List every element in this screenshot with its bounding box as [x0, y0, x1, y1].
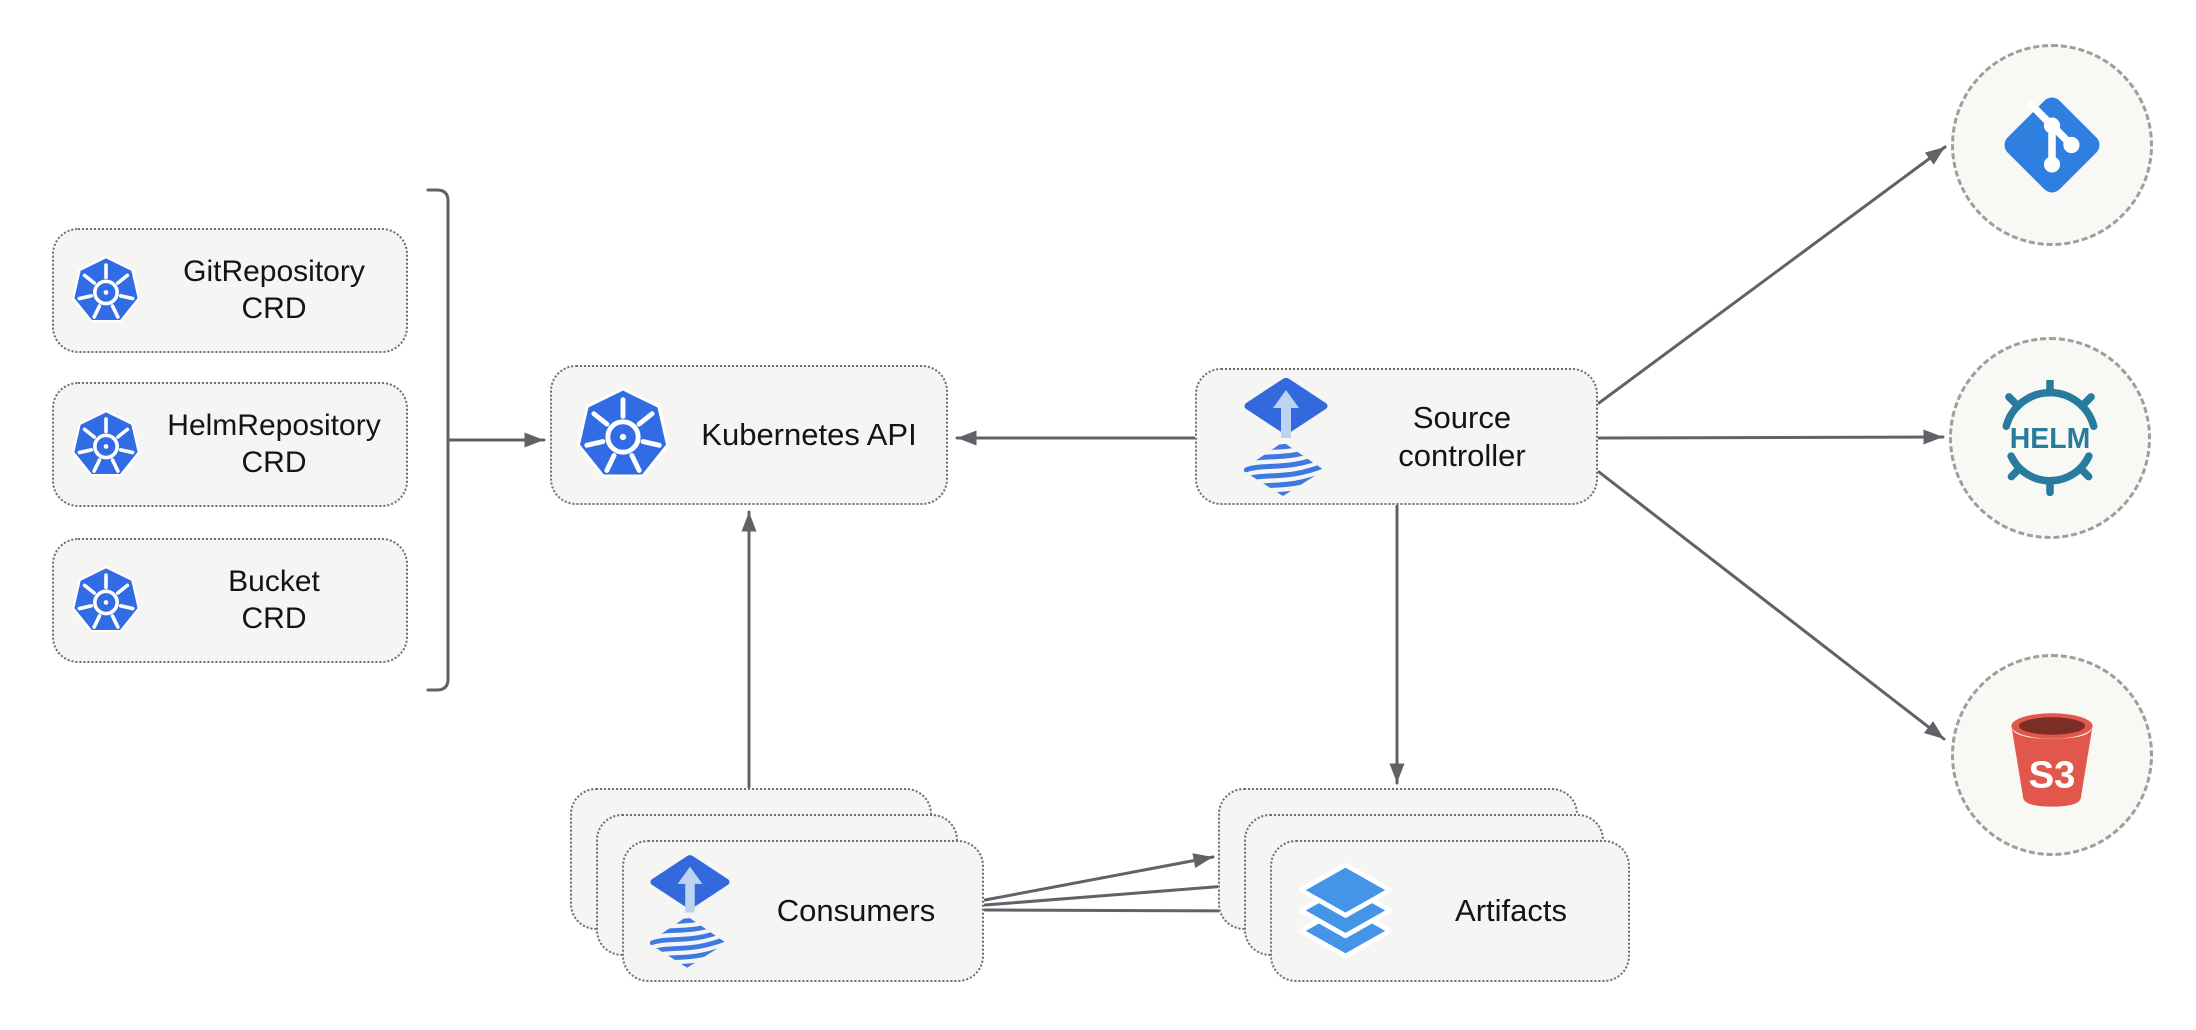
node-helm-source: HELM: [1949, 337, 2151, 539]
helm-logo-text: HELM: [2010, 423, 2090, 455]
s3-bucket-icon: S3: [1994, 697, 2110, 813]
gitrepository-crd-label: GitRepository CRD: [142, 254, 406, 327]
node-git-source: [1951, 44, 2153, 246]
bucket-crd-label: Bucket CRD: [142, 564, 406, 637]
node-kubernetes-api: Kubernetes API: [550, 365, 948, 505]
arrow-source-controller-to-git: [1597, 145, 1947, 405]
layers-icon: [1297, 863, 1394, 960]
kubernetes-api-label: Kubernetes API: [701, 417, 917, 453]
git-branch-icon: [1998, 91, 2106, 199]
node-helmrepository-crd: HelmRepository CRD: [52, 382, 408, 507]
label-line: CRD: [241, 601, 307, 635]
arrow-consumers-to-artifacts-2: [983, 879, 1241, 907]
label-line: HelmRepository: [167, 408, 381, 442]
arrow-source-controller-to-helm: [1597, 429, 1945, 445]
crd-group-bracket: [426, 188, 450, 692]
node-s3-source: S3: [1951, 654, 2153, 856]
label-line: controller: [1398, 437, 1526, 473]
node-source-controller: Source controller: [1195, 368, 1598, 505]
arrow-source-controller-to-s3: [1597, 470, 1946, 741]
arrow-consumers-to-artifacts-1: [983, 853, 1215, 902]
source-controller-label: Source controller: [1328, 399, 1596, 475]
kubernetes-icon: [70, 255, 142, 327]
s3-logo-text: S3: [2029, 753, 2076, 796]
label-line: CRD: [241, 291, 307, 325]
kubernetes-icon: [70, 409, 142, 481]
node-artifacts: Artifacts: [1270, 840, 1630, 982]
consumers-label: Consumers: [776, 893, 936, 929]
node-bucket-crd: Bucket CRD: [52, 538, 408, 663]
flux-icon: [650, 855, 730, 968]
label-line: GitRepository: [183, 254, 365, 288]
flux-icon: [1244, 378, 1328, 496]
label-line: Source: [1412, 399, 1512, 435]
helmrepository-crd-label: HelmRepository CRD: [142, 408, 406, 481]
node-gitrepository-crd: GitRepository CRD: [52, 228, 408, 353]
label-line: CRD: [241, 445, 307, 479]
kubernetes-icon: [574, 386, 672, 484]
artifacts-label: Artifacts: [1455, 893, 1567, 929]
node-consumers: Consumers: [622, 840, 984, 982]
helm-wheel-icon: HELM: [1992, 380, 2108, 496]
kubernetes-icon: [70, 565, 142, 637]
label-line: Bucket: [228, 564, 320, 598]
